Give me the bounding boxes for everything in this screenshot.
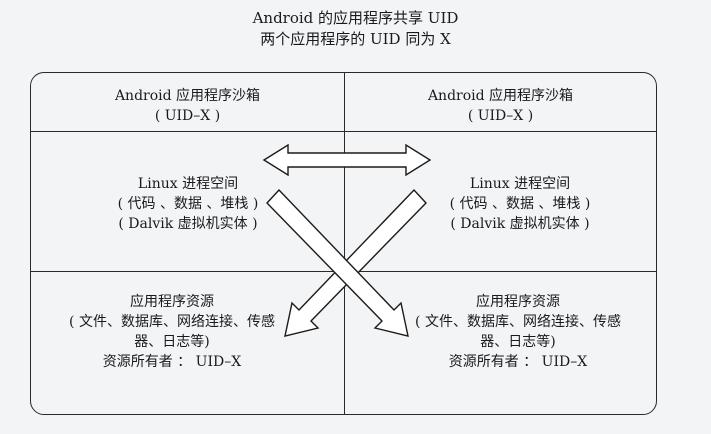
left-process-space: Linux 进程空间 ( 代码 、数据 、堆栈 ) ( Dalvik 虚拟机实体… <box>88 174 288 234</box>
cross-arrow-left-to-right <box>266 188 409 337</box>
double-arrow <box>262 143 432 177</box>
cross-arrow-right-to-left <box>284 188 427 337</box>
resources-name: 应用程序资源 <box>130 294 214 310</box>
right-sandbox-header: Android 应用程序沙箱 ( UID–X ) <box>344 86 657 126</box>
resources-list-cont: 器、日志等) <box>480 334 556 350</box>
sandbox-uid: ( UID–X ) <box>467 108 534 124</box>
process-detail: ( 代码 、数据 、堆栈 ) <box>117 196 259 212</box>
left-sandbox-header: Android 应用程序沙箱 ( UID–X ) <box>30 86 345 126</box>
diagram-subtitle: 两个应用程序的 UID 同为 X <box>260 30 451 48</box>
right-process-space: Linux 进程空间 ( 代码 、数据 、堆栈 ) ( Dalvik 虚拟机实体… <box>420 174 620 234</box>
header-divider <box>31 131 656 132</box>
resources-list-cont: 器、日志等) <box>134 334 210 350</box>
resources-name: 应用程序资源 <box>476 294 560 310</box>
process-vm: ( Dalvik 虚拟机实体 ) <box>118 216 258 232</box>
resources-list: ( 文件、数据库、网络连接、传感 <box>69 314 275 330</box>
left-app-resources: 应用程序资源 ( 文件、数据库、网络连接、传感 器、日志等) 资源所有者 ： U… <box>42 292 302 372</box>
sandbox-name: Android 应用程序沙箱 <box>114 88 261 104</box>
resources-owner: 资源所有者 ： UID–X <box>448 354 588 370</box>
process-vm: ( Dalvik 虚拟机实体 ) <box>450 216 590 232</box>
process-name: Linux 进程空间 <box>469 176 571 192</box>
sandbox-name: Android 应用程序沙箱 <box>427 88 574 104</box>
resources-list: ( 文件、数据库、网络连接、传感 <box>415 314 621 330</box>
right-app-resources: 应用程序资源 ( 文件、数据库、网络连接、传感 器、日志等) 资源所有者 ： U… <box>388 292 648 372</box>
process-name: Linux 进程空间 <box>137 176 239 192</box>
process-detail: ( 代码 、数据 、堆栈 ) <box>449 196 591 212</box>
sandbox-uid: ( UID–X ) <box>154 108 221 124</box>
right-sandbox-box <box>344 72 657 415</box>
diagram-title: Android 的应用程序共享 UID <box>252 9 459 27</box>
resources-owner: 资源所有者 ： UID–X <box>102 354 242 370</box>
